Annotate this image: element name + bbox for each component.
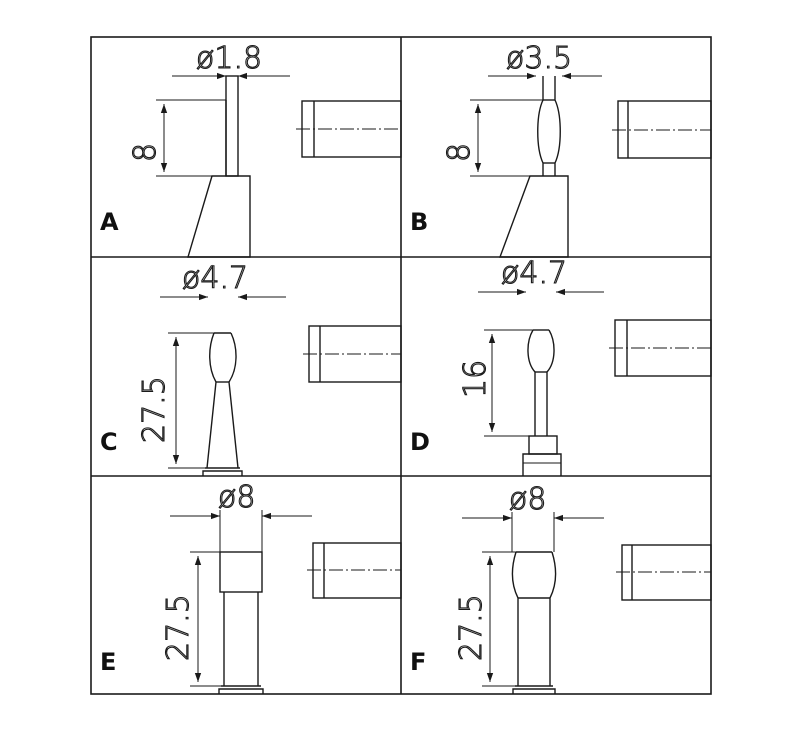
panel-e: E ø8 27.5 bbox=[100, 479, 402, 694]
panel-letter-b: B bbox=[410, 208, 428, 236]
pin-head bbox=[537, 76, 561, 176]
tool-collar bbox=[528, 435, 558, 455]
panel-c: C ø4.7 27.5 bbox=[100, 260, 402, 476]
panel-d: D ø4.7 16 bbox=[410, 255, 712, 476]
panel-letter-e: E bbox=[100, 648, 116, 676]
length-label: 16 bbox=[458, 360, 493, 398]
tool-base bbox=[522, 453, 562, 476]
panel-letter-a: A bbox=[100, 208, 119, 236]
panel-a: A ø1.8 8 bbox=[100, 40, 402, 258]
pin-head bbox=[511, 551, 519, 686]
pin-head bbox=[219, 551, 263, 593]
panel-letter-c: C bbox=[100, 428, 118, 456]
diameter-label: ø3.5 bbox=[506, 41, 572, 76]
length-label: 8 bbox=[128, 143, 163, 162]
diameter-label: ø8 bbox=[509, 482, 546, 517]
length-label: 27.5 bbox=[137, 376, 172, 443]
pin-head bbox=[206, 332, 217, 469]
tool-base bbox=[202, 470, 243, 476]
tool-base bbox=[187, 175, 251, 258]
panel-f: F ø8 27.5 bbox=[410, 481, 712, 694]
length-label: 27.5 bbox=[161, 594, 196, 661]
tool-base bbox=[218, 688, 264, 694]
pin-shank bbox=[225, 75, 239, 177]
diameter-label: ø4.7 bbox=[501, 256, 567, 291]
diameter-label: ø4.7 bbox=[182, 261, 248, 296]
length-label: 8 bbox=[442, 143, 477, 162]
diameter-label: ø8 bbox=[218, 480, 255, 515]
tool-base bbox=[512, 688, 556, 694]
diameter-label: ø1.8 bbox=[196, 41, 262, 76]
panel-letter-d: D bbox=[410, 428, 430, 456]
panel-letter-f: F bbox=[410, 648, 426, 676]
pin-head bbox=[527, 329, 536, 436]
panel-b: B ø3.5 8 bbox=[410, 40, 712, 258]
tool-base bbox=[498, 175, 569, 258]
length-label: 27.5 bbox=[454, 594, 489, 661]
